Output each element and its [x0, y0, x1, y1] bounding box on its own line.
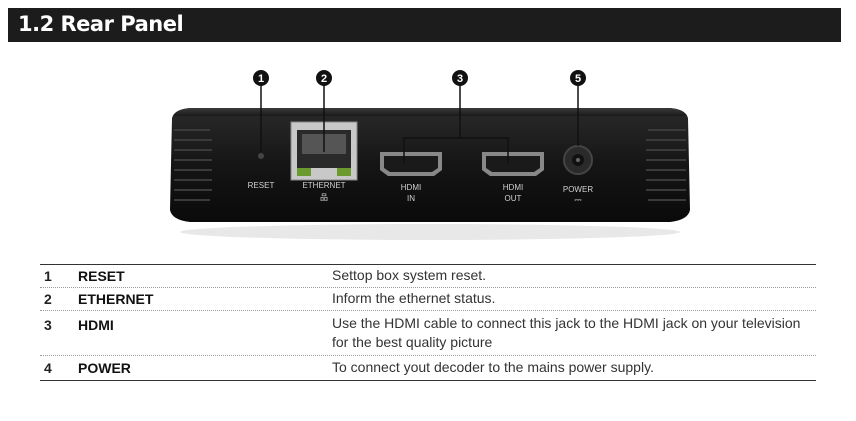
callout-1: 1: [253, 70, 269, 86]
callout-1-number: 1: [258, 73, 264, 85]
left-vents: [174, 129, 212, 201]
row-number: 3: [44, 317, 52, 333]
reset-pinhole: [258, 153, 264, 159]
ethernet-label: ETHERNET: [302, 181, 345, 190]
row-number: 4: [44, 360, 52, 376]
table-row: 1 RESET Settop box system reset.: [40, 264, 816, 287]
rear-panel-figure: RESET ETHERNET 品 HDMI IN HDMI OUT POWER …: [170, 70, 690, 240]
row-description: Use the HDMI cable to connect this jack …: [332, 315, 801, 350]
hdmi-in-label-line2: IN: [407, 194, 415, 203]
hdmi-out-port: [482, 152, 544, 176]
row-name: ETHERNET: [78, 291, 154, 307]
section-title: 1.2 Rear Panel: [18, 12, 184, 36]
row-number: 2: [44, 291, 52, 307]
power-label: POWER: [563, 185, 593, 194]
ethernet-symbol: 品: [320, 193, 328, 202]
hdmi-in-label-line1: HDMI: [401, 183, 421, 192]
row-name: HDMI: [78, 317, 114, 333]
section-header: 1.2 Rear Panel: [8, 8, 841, 42]
spec-table: 1 RESET Settop box system reset. 2 ETHER…: [40, 264, 816, 381]
table-row: 2 ETHERNET Inform the ethernet status.: [40, 287, 816, 310]
hdmi-out-label-line2: OUT: [505, 194, 522, 203]
callout-3-number: 3: [457, 73, 463, 85]
hdmi-in-port: [380, 152, 442, 176]
row-name: POWER: [78, 360, 131, 376]
ethernet-port: [290, 121, 358, 181]
row-name: RESET: [78, 268, 125, 284]
callout-3: 3: [452, 70, 468, 86]
callout-lines: [260, 85, 579, 164]
callout-5: 5: [570, 70, 586, 86]
power-jack: [563, 145, 593, 175]
row-description: Inform the ethernet status.: [332, 290, 496, 306]
row-description: Settop box system reset.: [332, 267, 487, 283]
hdmi-out-label-line1: HDMI: [503, 183, 523, 192]
table-row: 3 HDMI Use the HDMI cable to connect thi…: [40, 310, 816, 355]
right-vents: [646, 129, 686, 201]
callout-5-number: 5: [575, 73, 581, 85]
callout-2-number: 2: [321, 73, 327, 85]
callout-2: 2: [316, 70, 332, 86]
row-description: To connect yout decoder to the mains pow…: [332, 359, 654, 375]
table-row: 4 POWER To connect yout decoder to the m…: [40, 355, 816, 381]
power-symbol: ⎓: [574, 196, 581, 206]
reset-label: RESET: [248, 181, 275, 190]
row-number: 1: [44, 268, 52, 284]
